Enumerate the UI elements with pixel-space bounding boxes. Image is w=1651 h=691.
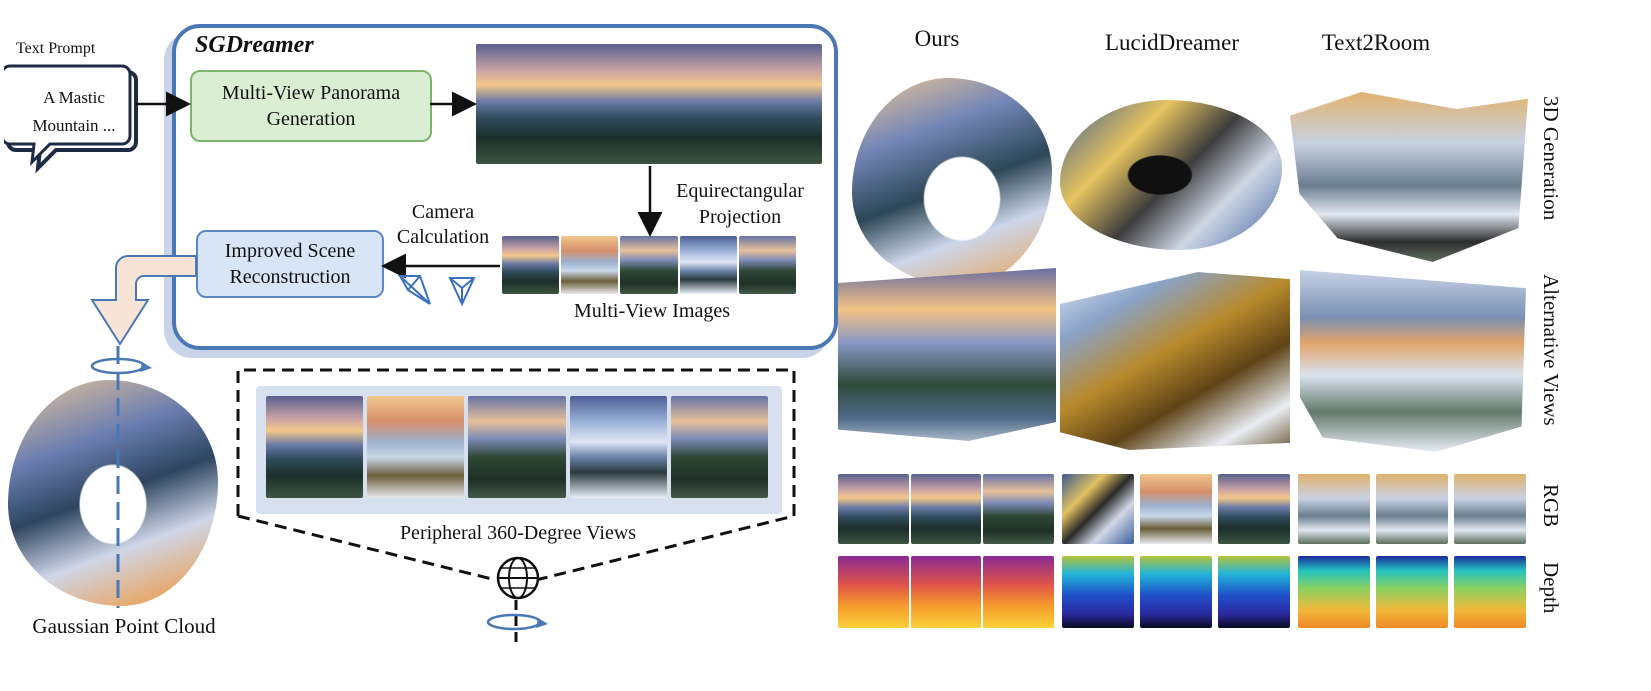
ours-3d-generation-image: [852, 78, 1052, 286]
mvpg-line-2: Generation: [266, 108, 356, 130]
prompt-line-1: A Mastic: [43, 88, 105, 107]
depth-image: [1218, 556, 1290, 628]
peripheral-view-image: [670, 396, 769, 498]
rgb-image: [1140, 474, 1212, 544]
luciddreamer-alternative-view-image: [1060, 272, 1290, 450]
rgb-image: [1298, 474, 1370, 544]
camera-label: Camera Calculation: [384, 200, 502, 250]
luciddreamer-rgb-strip: [1062, 474, 1290, 544]
text2room-3d-generation-image: [1290, 92, 1528, 262]
prompt-line-2: Mountain ...: [32, 116, 116, 135]
ours-rgb-strip: [838, 474, 1055, 544]
depth-image: [838, 556, 909, 628]
text2room-depth-strip: [1298, 556, 1526, 628]
peripheral-views-strip: [266, 396, 769, 498]
multi-view-image: [738, 236, 797, 294]
row-label-rgb: RGB: [1539, 484, 1563, 528]
ours-depth-strip: [838, 556, 1055, 628]
mvpg-line-1: Multi-View Panorama: [221, 82, 401, 104]
column-header-ours: Ours: [914, 26, 960, 51]
rgb-image: [983, 474, 1055, 544]
luciddreamer-3d-generation-image: [1060, 100, 1282, 250]
multi-view-image: [502, 236, 560, 294]
speech-bubble-icon: [4, 64, 138, 174]
peripheral-view-image: [367, 396, 465, 498]
zoom-callout-outline: [236, 368, 796, 582]
column-header-luciddreamer: LucidDreamer: [1104, 30, 1240, 55]
reconstruction-box: Improved Scene Reconstruction: [196, 230, 384, 298]
rgb-image: [1218, 474, 1290, 544]
point-cloud-label: Gaussian Point Cloud: [32, 614, 216, 638]
peripheral-view-image: [266, 396, 364, 498]
recon-line-1: Improved Scene: [224, 240, 356, 262]
row-label-alternative-views: Alternative Views: [1539, 274, 1563, 426]
camera-line-1: Camera: [411, 201, 475, 223]
gaussian-point-cloud-image: [8, 380, 218, 606]
ours-alternative-view-image: [838, 268, 1056, 441]
depth-image: [1298, 556, 1370, 628]
depth-image: [1062, 556, 1134, 628]
rgb-image: [910, 474, 982, 544]
depth-image: [1376, 556, 1448, 628]
peripheral-view-image: [468, 396, 566, 498]
text2room-rgb-strip: [1298, 474, 1526, 544]
depth-image: [1140, 556, 1212, 628]
panorama-generation-box: Multi-View Panorama Generation: [190, 70, 432, 142]
rotation-arrow-icon: [486, 600, 548, 644]
camera-line-2: Calculation: [396, 226, 490, 248]
multi-view-image: [620, 236, 678, 294]
prompt-text: A Mastic Mountain ...: [14, 84, 134, 140]
depth-image: [1454, 556, 1526, 628]
rgb-image: [838, 474, 909, 544]
camera-frustum-icon: [398, 275, 431, 305]
equirect-label: Equirectangular Projection: [660, 178, 820, 230]
globe-icon: [496, 556, 540, 600]
text2room-alternative-view-image: [1300, 270, 1526, 452]
text-prompt-label: Text Prompt: [16, 40, 96, 57]
luciddreamer-depth-strip: [1062, 556, 1290, 628]
rgb-image: [1062, 474, 1134, 544]
row-label-3d-generation: 3D Generation: [1539, 96, 1563, 221]
multi-view-strip: [502, 236, 797, 294]
rgb-image: [1376, 474, 1448, 544]
framework-title: SGDreamer: [195, 32, 314, 58]
multi-view-image: [679, 236, 737, 294]
flow-arrows: [90, 91, 663, 346]
depth-image: [910, 556, 982, 628]
row-label-depth: Depth: [1539, 562, 1563, 614]
rgb-image: [1454, 474, 1526, 544]
recon-line-2: Reconstruction: [229, 266, 351, 288]
equirect-line-2: Projection: [698, 206, 782, 228]
multi-view-image: [561, 236, 619, 294]
peripheral-views-label: Peripheral 360-Degree Views: [399, 522, 637, 544]
panorama-image: [476, 44, 822, 164]
camera-frustum-icon: [448, 277, 476, 307]
peripheral-view-image: [569, 396, 667, 498]
equirect-line-1: Equirectangular: [676, 180, 804, 202]
rotation-axis: [116, 346, 120, 608]
column-header-text2room: Text2Room: [1321, 30, 1431, 55]
multi-view-label: Multi-View Images: [574, 300, 730, 322]
depth-image: [983, 556, 1055, 628]
